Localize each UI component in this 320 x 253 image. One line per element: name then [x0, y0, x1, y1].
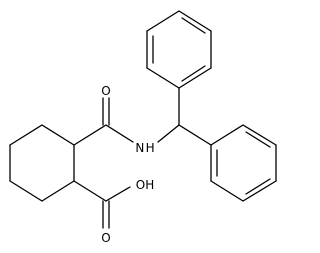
chemical-structure-diagram: O N H OH O	[9, 10, 277, 245]
bond-phenyl-right-1	[210, 124, 244, 146]
bond-phenyl-right-5	[210, 180, 244, 202]
atom-label-carbonyl-oxygen: O	[101, 84, 110, 98]
bond-n-to-benzhydryl	[157, 124, 180, 143]
bond-ring-2	[41, 180, 75, 202]
bond-ring-to-amide-carbon	[73, 124, 107, 146]
bond-ring-5	[9, 124, 43, 146]
amide-group	[73, 97, 180, 146]
cyclohexane-ring	[9, 124, 75, 202]
phenyl-ring-upper	[146, 10, 212, 89]
bond-ring-6	[41, 124, 75, 146]
bond-ring-to-acid-carbon	[73, 180, 107, 202]
bond-ring-3	[9, 180, 43, 202]
bond-phenyl-right-4	[242, 180, 277, 202]
bond-phenyl-upper-3	[146, 10, 180, 32]
bond-phenyl-upper-6	[178, 67, 212, 89]
atom-label-amide-nh: N H	[135, 141, 154, 155]
bond-phenyl-upper-1	[146, 67, 180, 89]
bond-phenyl-right-inner-2	[245, 178, 271, 195]
phenyl-ring-right	[210, 124, 277, 202]
atom-label-hydroxyl: OH	[136, 178, 154, 192]
bond-amide-carbon-to-n	[105, 124, 134, 143]
bond-phenyl-right-inner-1	[245, 131, 271, 148]
bond-acid-carbon-to-oh	[105, 186, 131, 202]
atom-label-acid-oxygen: O	[101, 231, 110, 245]
carboxylic-acid-group	[73, 180, 131, 229]
bond-phenyl-upper-inner-2	[181, 17, 206, 34]
bond-phenyl-upper-inner-3	[181, 65, 206, 82]
benzhydryl-carbon	[178, 87, 212, 146]
bond-ch-to-right-phenyl	[178, 124, 212, 146]
bond-phenyl-upper-4	[178, 10, 212, 32]
bond-phenyl-right-2	[242, 124, 277, 146]
